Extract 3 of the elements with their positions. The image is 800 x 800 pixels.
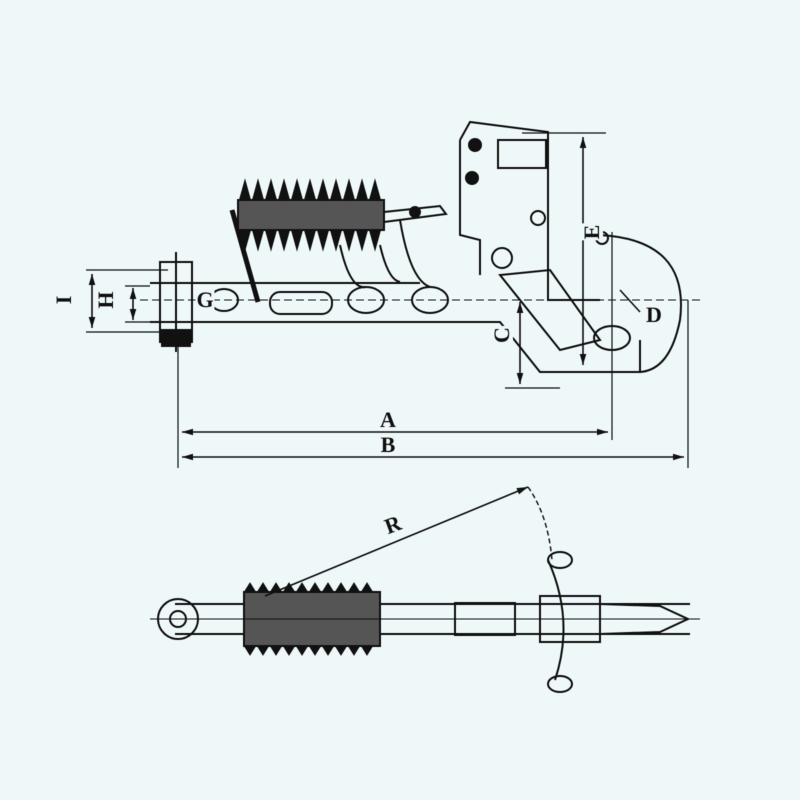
dimension-letter: E [581,224,603,240]
dimension-letter: C [491,326,513,344]
dimension-letter: G [195,289,215,311]
